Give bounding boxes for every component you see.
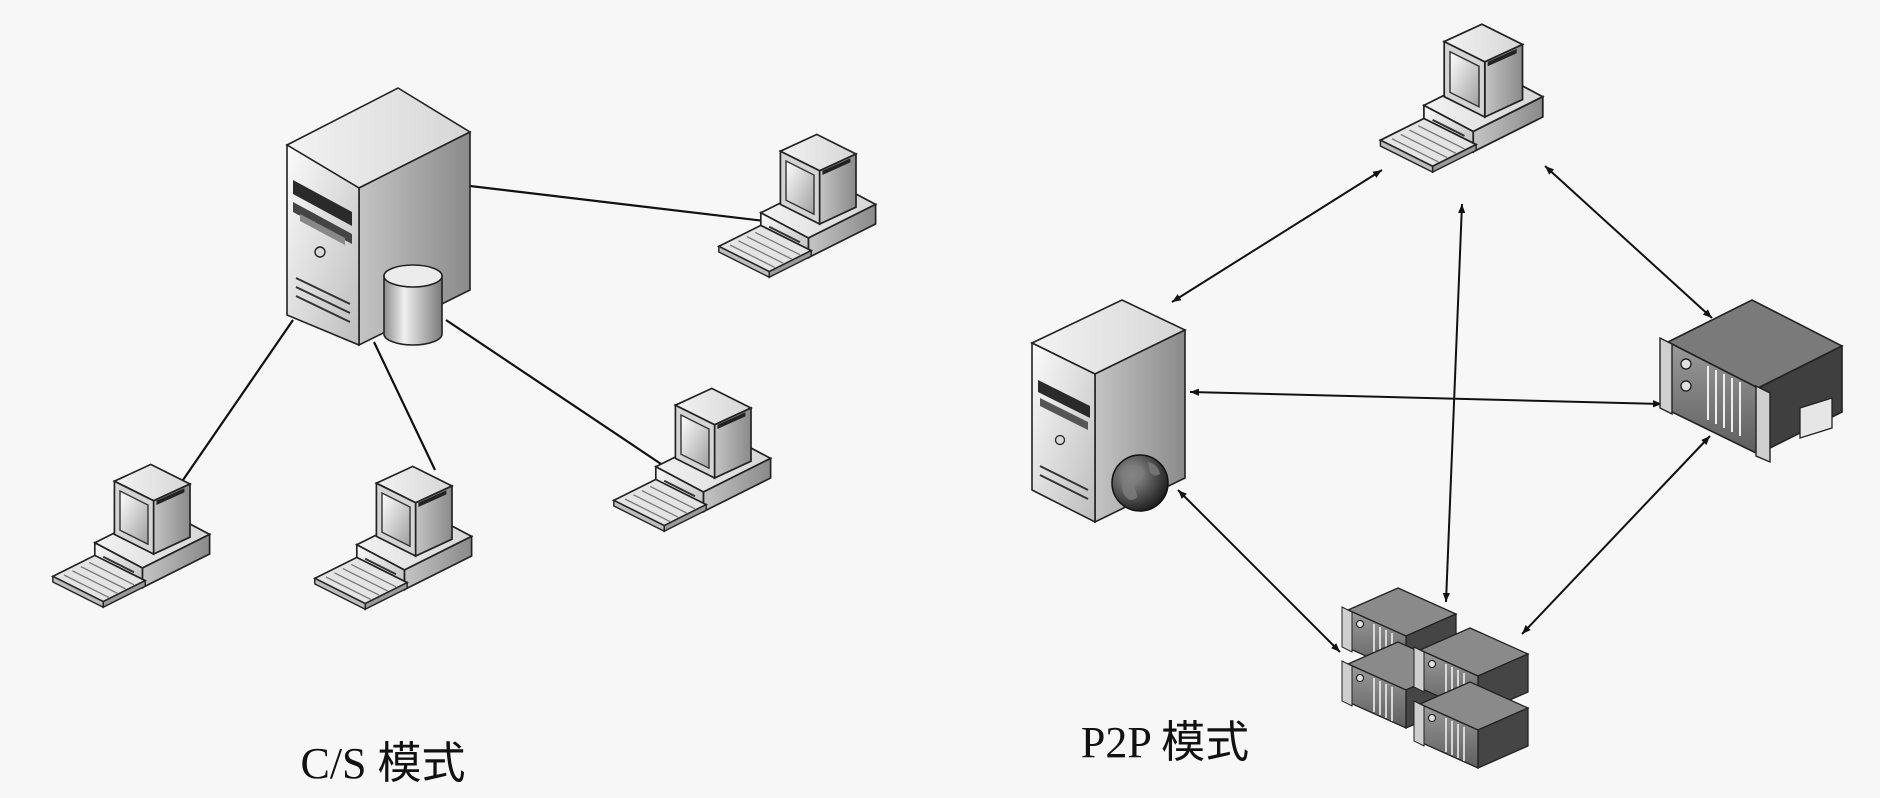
cs-connections <box>182 184 774 481</box>
p2p-link-webserver-cluster <box>1177 489 1341 653</box>
p2p-caption: P2P 模式 <box>1081 718 1249 767</box>
cs-client-bottom-left <box>51 463 211 609</box>
p2p-web-server-icon <box>1030 299 1187 524</box>
cs-server-icon <box>285 87 472 347</box>
cs-client-top-right <box>717 133 877 279</box>
p2p-link-pc-rack <box>1544 165 1713 319</box>
p2p-server-cluster-icon <box>1341 587 1529 769</box>
database-icon <box>383 264 443 346</box>
p2p-connections <box>1171 165 1713 653</box>
p2p-rack-server-icon <box>1659 299 1844 464</box>
cs-link-top-right <box>469 184 774 224</box>
globe-icon <box>1111 454 1169 512</box>
p2p-workstation-top <box>1379 23 1544 174</box>
p2p-link-pc-cluster <box>1442 203 1466 603</box>
cs-client-bottom-right <box>612 387 772 533</box>
p2p-diagram: P2P 模式 <box>1030 23 1844 769</box>
cs-link-bottom-left <box>182 319 294 481</box>
p2p-link-pc-webserver <box>1171 169 1383 303</box>
p2p-link-rack-cluster <box>1521 435 1711 635</box>
cs-caption: C/S 模式 <box>300 739 465 788</box>
cs-link-bottom-middle <box>373 341 436 471</box>
cs-diagram: C/S 模式 <box>51 87 877 788</box>
cs-client-bottom-middle <box>313 465 473 611</box>
p2p-link-webserver-rack <box>1189 388 1663 408</box>
cs-link-bottom-right <box>445 319 671 471</box>
